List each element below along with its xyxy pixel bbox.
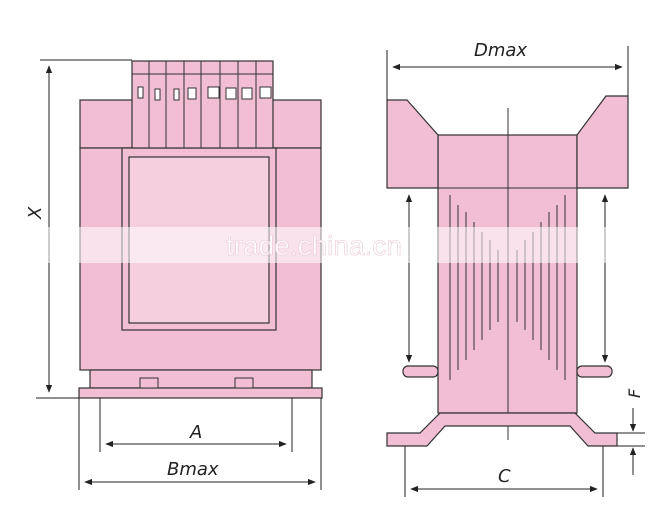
side-pin-left xyxy=(402,365,439,378)
side-mounting-foot xyxy=(386,412,618,447)
side-yoke-left xyxy=(386,99,439,189)
side-view xyxy=(386,95,629,447)
watermark-band: trade.china.cn xyxy=(0,227,667,263)
front-base-foot-right xyxy=(234,377,254,389)
front-base-plate xyxy=(78,387,323,399)
label-c: C xyxy=(498,466,511,487)
front-base-foot-left xyxy=(139,377,159,389)
label-hmax: X xyxy=(25,206,46,220)
watermark-text: trade.china.cn xyxy=(226,230,402,261)
label-f: F xyxy=(625,388,644,398)
label-bmax: Bmax xyxy=(167,459,219,480)
label-a: A xyxy=(189,422,202,443)
side-yoke-right xyxy=(576,95,629,189)
side-dimensions xyxy=(386,46,645,497)
front-base-upper xyxy=(89,369,313,389)
terminal-block xyxy=(131,60,274,149)
label-dmax: Dmax xyxy=(474,40,527,61)
side-pin-right xyxy=(576,365,613,378)
